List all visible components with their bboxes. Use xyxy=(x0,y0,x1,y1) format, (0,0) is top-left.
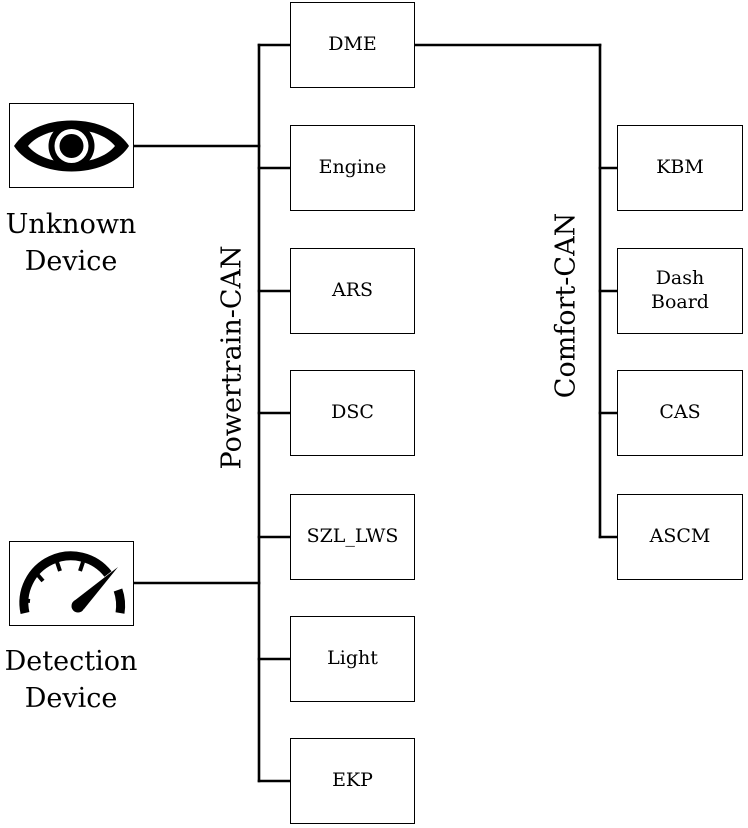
eye-icon xyxy=(14,120,129,172)
unknown-device-label: Unknown Device xyxy=(5,209,137,277)
ecu-dme: DME xyxy=(290,2,415,88)
ecu-ars: ARS xyxy=(290,248,415,334)
detection-device-label: Detection Device xyxy=(4,646,138,714)
ecu-dsc: DSC xyxy=(290,370,415,456)
comfort-can-label: Comfort-CAN xyxy=(550,212,582,399)
ecu-kbm: KBM xyxy=(617,125,743,211)
ecu-cas: CAS xyxy=(617,370,743,456)
detection-device-box xyxy=(9,541,134,626)
ecu-light: Light xyxy=(290,616,415,702)
speedometer-icon xyxy=(19,551,126,614)
ecu-dashboard: Dash Board xyxy=(617,248,743,334)
powertrain-can-label: Powertrain-CAN xyxy=(216,245,248,470)
unknown-device-box xyxy=(9,103,134,188)
ecu-engine: Engine xyxy=(290,125,415,211)
ecu-ascm: ASCM xyxy=(617,494,743,580)
ecu-szl-lws: SZL_LWS xyxy=(290,494,415,580)
ecu-ekp: EKP xyxy=(290,738,415,824)
